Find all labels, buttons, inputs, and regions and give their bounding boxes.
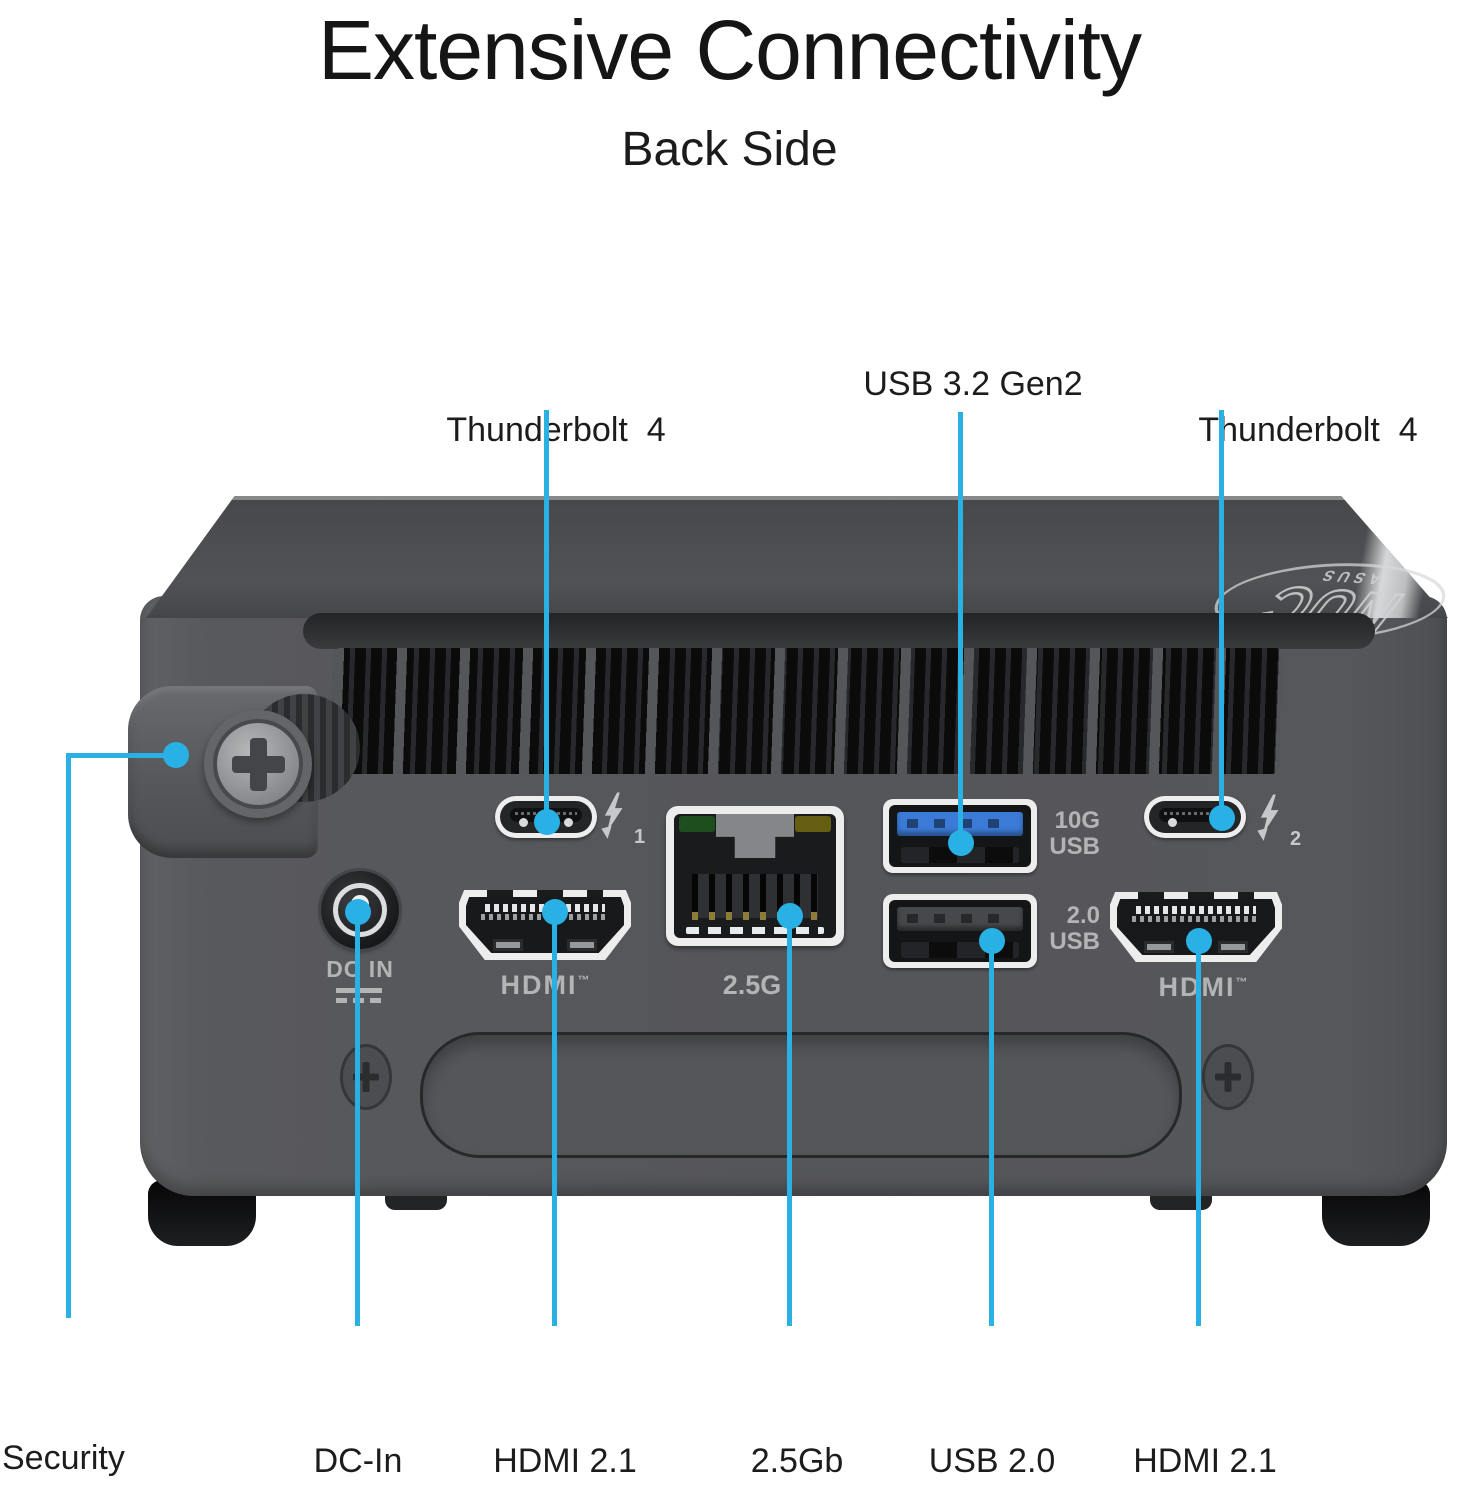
callout-label-hdmi-right: HDMI 2.1 (TMDS) <box>1133 1442 1277 1480</box>
hdmi-port-right <box>1110 892 1282 962</box>
callout-line-usb32 <box>958 412 963 847</box>
dc-in-marking: DC IN <box>326 956 394 982</box>
callout-line-thunderbolt-right <box>1219 410 1224 822</box>
callout-dot-usb20 <box>979 928 1005 954</box>
callout-label-thunderbolt-right: Thunderbolt 4 <box>1198 411 1418 449</box>
callout-dot-ethernet <box>777 903 803 929</box>
callout-label-hdmi-left: HDMI 2.1 (TMDS) <box>493 1442 637 1480</box>
thunderbolt-port-number: 1 <box>634 826 646 848</box>
ventilation-slots <box>329 648 1283 774</box>
page-subtitle: Back Side <box>621 123 838 176</box>
ethernet-speed-marking: 2.5G <box>722 970 782 1000</box>
callout-line-usb20 <box>989 941 994 1326</box>
usb20-port <box>883 894 1037 968</box>
usb2-tongue <box>897 907 1023 931</box>
security-screw-cross <box>232 756 285 773</box>
callout-dot-hdmi-left <box>542 899 568 925</box>
callout-dot-thunderbolt-left <box>534 809 560 835</box>
hdmi-port-left <box>459 890 631 960</box>
thunderbolt-port-number: 2 <box>1290 828 1302 850</box>
thunderbolt-icon <box>601 792 623 839</box>
callout-dot-hdmi-right <box>1186 928 1212 954</box>
ethernet-port <box>666 806 844 946</box>
lid-seam <box>303 613 1375 649</box>
ethernet-led-green <box>679 816 715 832</box>
callout-line-dc-in <box>355 912 360 1326</box>
security-screw-icon <box>213 719 303 809</box>
thunderbolt-icon <box>1257 794 1279 841</box>
callout-line-ethernet <box>787 916 792 1326</box>
callout-label-dc-in: DC-In <box>313 1442 403 1480</box>
page-title: Extensive Connectivity <box>317 3 1142 97</box>
callout-line-security <box>66 753 178 758</box>
callout-label-security: Security mechanism for power cable <box>2 1439 125 1477</box>
callout-line-hdmi-left <box>552 912 557 1326</box>
hdmi-marking-left: HDMI™ <box>500 970 590 1000</box>
callout-label-thunderbolt-left: Thunderbolt 4 <box>446 411 666 449</box>
callout-label-usb20: USB 2.0 Type-A <box>928 1442 1056 1480</box>
panel-screw-icon <box>1202 1044 1254 1110</box>
callout-line-security <box>66 753 71 1318</box>
callout-dot-thunderbolt-right <box>1209 805 1235 831</box>
callout-line-thunderbolt-left <box>544 410 549 826</box>
callout-label-ethernet: 2.5Gb Ethernet <box>750 1442 844 1480</box>
usb-20-marking: 2.0 USB <box>1049 902 1100 955</box>
usb-10g-marking: 10G USB <box>1049 807 1100 860</box>
hdmi-marking-right: HDMI™ <box>1159 972 1248 1002</box>
ethernet-led-amber <box>795 816 831 832</box>
callout-dot-usb32 <box>948 830 974 856</box>
bottom-recess-panel <box>420 1032 1182 1158</box>
top-edge-highlight <box>229 496 1347 500</box>
panel-screw-icon <box>340 1044 392 1110</box>
callout-dot-dc-in <box>345 899 371 925</box>
callout-dot-security <box>163 742 189 768</box>
callout-line-hdmi-right <box>1196 941 1201 1326</box>
